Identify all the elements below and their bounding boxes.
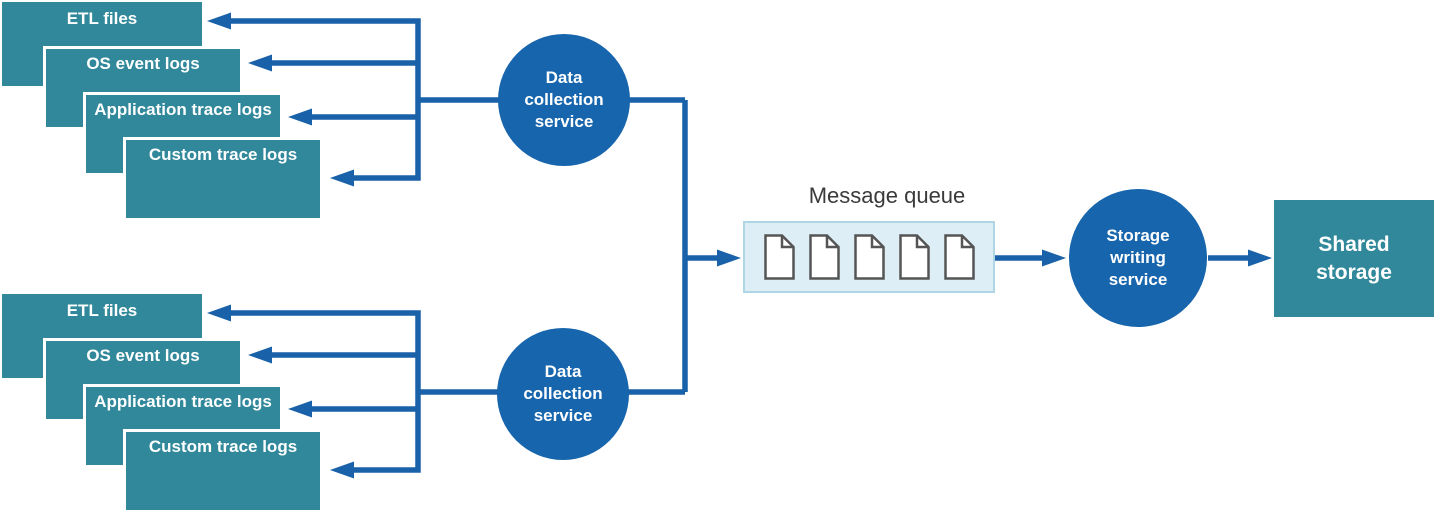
document-icon	[898, 234, 930, 280]
shared-storage-box: Shared storage	[1274, 200, 1434, 317]
arrowhead-storage-writing-service	[1042, 249, 1066, 267]
source-box-custom-trace-logs-top: Custom trace logs	[123, 137, 323, 221]
message-queue-box	[743, 221, 995, 293]
data-collection-service-label-bottom: Data collection service	[523, 362, 603, 425]
arrowhead-top-etl-files	[207, 12, 231, 30]
source-box-custom-trace-logs-bottom: Custom trace logs	[123, 429, 323, 513]
arrowhead-bottom-os-event-logs	[248, 346, 272, 364]
shared-storage-label: Shared storage	[1316, 232, 1392, 284]
arrowhead-bottom-etl-files	[207, 304, 231, 322]
document-icon	[853, 234, 885, 280]
data-collection-service-label-top: Data collection service	[524, 68, 604, 131]
arrowhead-message-queue	[717, 249, 741, 267]
arrowhead-shared-storage	[1248, 249, 1272, 267]
document-icon	[943, 234, 975, 280]
storage-writing-service-label: Storage writing service	[1106, 226, 1170, 289]
document-icon	[763, 234, 795, 280]
arrowhead-top-application-trace-logs	[288, 108, 312, 126]
arrowhead-top-os-event-logs	[248, 54, 272, 72]
arrowhead-bottom-application-trace-logs	[288, 400, 312, 418]
storage-writing-service-circle: Storage writing service	[1069, 189, 1207, 327]
arrowhead-bottom-custom-trace-logs	[330, 461, 354, 479]
arrowhead-top-custom-trace-logs	[330, 169, 354, 187]
data-collection-service-circle-top: Data collection service	[498, 34, 630, 166]
document-icon	[808, 234, 840, 280]
source-box-os-event-logs-bottom: OS event logs	[43, 338, 243, 422]
message-queue-title: Message queue	[808, 183, 966, 208]
data-collection-service-circle-bottom: Data collection service	[497, 328, 629, 460]
